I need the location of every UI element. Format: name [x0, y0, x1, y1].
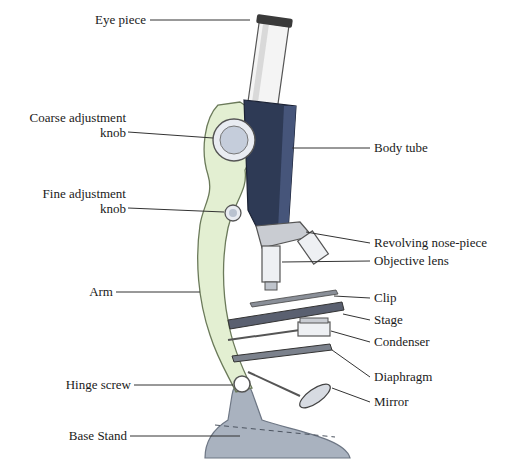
mirror-holder: [248, 372, 300, 396]
part-label: Base Stand: [27, 428, 127, 443]
body-tube: [244, 100, 296, 232]
part-label: Body tube: [374, 140, 514, 155]
condenser-bracket: [228, 330, 300, 340]
part-label: Clip: [374, 290, 514, 305]
part-label: Hinge screw: [41, 377, 131, 392]
part-label: Stage: [374, 312, 514, 327]
part-label: Objective lens: [374, 253, 514, 268]
part-label: Arm: [53, 284, 113, 299]
coarse-knob-center: [220, 126, 248, 154]
part-label: Eye piece: [66, 12, 146, 27]
eyepiece: [245, 14, 293, 106]
condenser: [298, 322, 330, 336]
objective-lens-2: [298, 231, 329, 264]
part-label: Coarse adjustment knob: [4, 110, 126, 140]
mirror: [296, 380, 334, 412]
body-tube-shade: [278, 106, 296, 232]
condenser-top: [300, 318, 328, 323]
part-label: Diaphragm: [374, 369, 514, 384]
fine-knob: [225, 205, 241, 221]
diaphragm: [232, 344, 332, 362]
part-label: Mirror: [374, 394, 514, 409]
objective-tip: [265, 282, 277, 290]
part-label: Fine adjustment knob: [26, 186, 126, 216]
part-label: Revolving nose-piece: [374, 235, 518, 250]
hinge-screw: [234, 376, 250, 392]
objective-lens: [262, 246, 280, 282]
base-dash: [215, 425, 335, 437]
leader-lines: [116, 20, 370, 436]
arm: [198, 102, 258, 392]
coarse-knob: [213, 119, 255, 161]
fine-knob-center: [229, 209, 237, 217]
part-label: Condenser: [374, 334, 514, 349]
